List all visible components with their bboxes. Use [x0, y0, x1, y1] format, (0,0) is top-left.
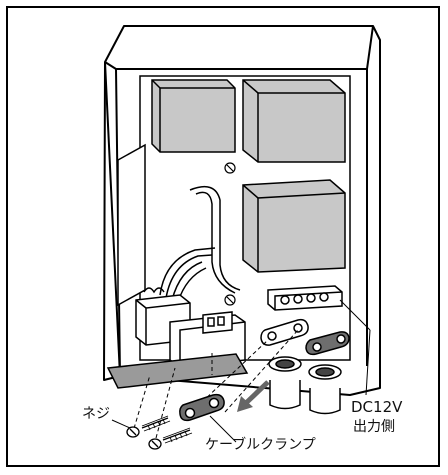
screw-label: ネジ	[82, 406, 110, 422]
left-board	[117, 143, 146, 307]
dc12v-label: DC12V	[351, 398, 403, 416]
leader-lines	[111, 299, 371, 443]
panel-screw-mid	[224, 294, 236, 306]
panel-screw-top	[224, 162, 236, 174]
grommet-left	[268, 356, 302, 372]
diagram-frame	[6, 6, 440, 467]
output-side-label: 出力側	[353, 419, 395, 435]
installed-clamp-1	[260, 318, 309, 346]
cable-clamp-label: ケーブルクランプ	[205, 437, 316, 453]
insert-arrow	[237, 380, 270, 412]
cable-stubs	[269, 380, 341, 415]
transformer-top-right	[242, 79, 346, 163]
screw-1	[126, 415, 171, 438]
screw-2	[148, 427, 193, 450]
guide-lines	[131, 329, 299, 439]
cable-clamp-part	[179, 393, 225, 422]
grommet-right	[308, 364, 342, 380]
installed-clamp-2	[305, 331, 350, 356]
dc12v-terminal-block	[267, 285, 343, 311]
transformer-bottom-right	[242, 179, 346, 273]
center-board	[169, 311, 246, 368]
transformer-top-left	[151, 79, 236, 153]
